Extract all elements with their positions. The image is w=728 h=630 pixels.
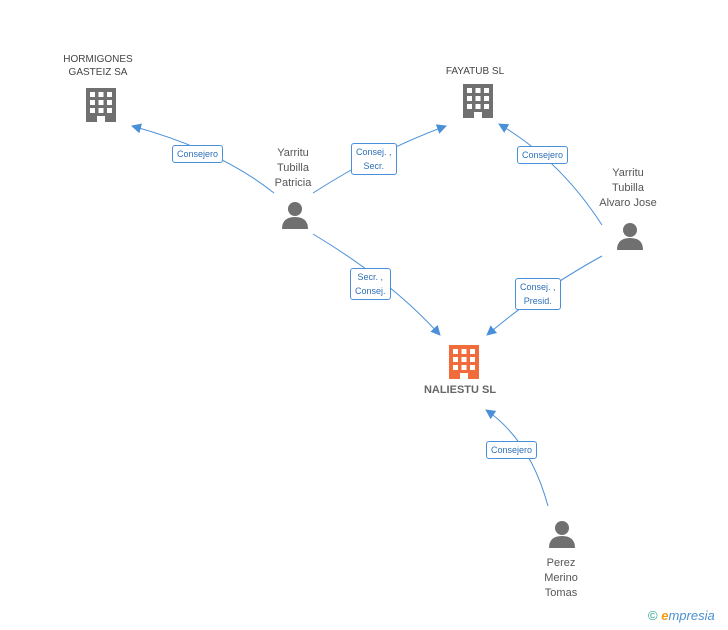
edge-alvaro-fayatub <box>498 123 603 226</box>
company-name-naliestu[interactable]: NALIESTU SL <box>423 384 497 396</box>
person-name-patricia[interactable]: Yarritu Tubilla Patricia <box>274 147 312 189</box>
brand-name: mpresia <box>668 608 715 623</box>
edge-label-consej-presid: Consej. , Presid. <box>515 278 561 310</box>
copyright-symbol: © <box>648 608 658 623</box>
edge-label-consejero: Consejero <box>486 441 538 459</box>
person-name-tomas[interactable]: Perez Merino Tomas <box>544 557 578 599</box>
building-icon[interactable] <box>86 88 116 122</box>
edge-label-consejero: Consejero <box>517 146 569 164</box>
person-icon[interactable] <box>282 202 308 229</box>
edge-label-consejero: Consejero <box>172 145 224 163</box>
building-icon[interactable] <box>463 84 493 118</box>
brand-initial: e <box>661 608 669 623</box>
empresia-logo: © empresia <box>648 608 715 623</box>
company-name-fayatub[interactable]: FAYATUB SL <box>445 66 505 77</box>
company-name-hormigones[interactable]: HORMIGONES GASTEIZ SA <box>63 54 133 78</box>
person-icon[interactable] <box>549 521 575 548</box>
building-icon[interactable] <box>449 345 479 379</box>
person-name-alvaro[interactable]: Yarritu Tubilla Alvaro Jose <box>599 167 657 209</box>
person-icon[interactable] <box>617 223 643 250</box>
edge-label-secr-consej: Secr. , Consej. <box>350 268 391 300</box>
edge-label-consej-secr: Consej. , Secr. <box>351 143 397 175</box>
